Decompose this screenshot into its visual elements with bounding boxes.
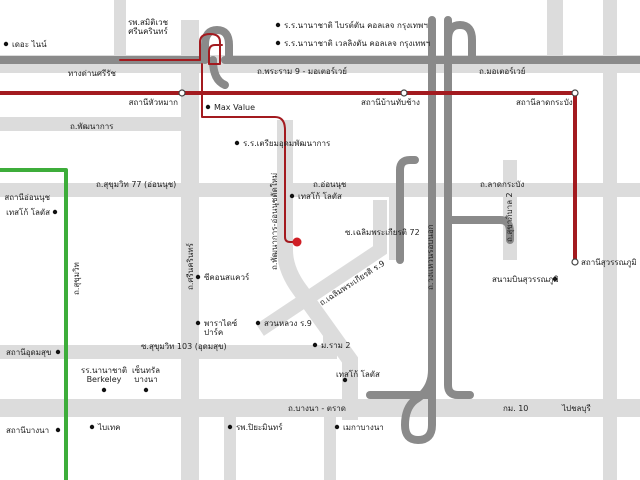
label-station-on-nut: สถานีอ่อนนุช (4, 193, 50, 202)
label-brighton: ร.ร.นานาชาติ ไบรต์ตัน คอลเลจ กรุงเทพฯ (284, 21, 428, 30)
place-dot-bangna-station (55, 427, 61, 433)
place-dot-max-value (205, 104, 211, 110)
destination-marker (292, 237, 302, 247)
place-dot-airport (552, 276, 558, 282)
label-road-motorway: ถ.มอเตอร์เวย์ (479, 67, 526, 76)
label-school: ร.ร.เตรียมอุดมพัฒนาการ (243, 139, 331, 148)
place-dot-the-nine (3, 41, 9, 47)
place-dot-piyamin (227, 424, 233, 430)
label-road-rama9: ถ.พระราม 9 - มอเตอร์เวย์ (257, 67, 347, 76)
label-tesco-bangna: เทสโก้ โลตัส (336, 370, 380, 379)
label-tesco-on-nut-station: เทสโก้ โลตัส (6, 208, 50, 217)
label-road-km10: กม. 10 (503, 404, 529, 413)
label-road-to-chonburi: ไปชลบุรี (562, 404, 591, 413)
place-dot-central (143, 387, 149, 393)
station-markers (178, 89, 579, 266)
chalerm72-connector (396, 156, 419, 264)
label-road-pattanakarn: ถ.พัฒนาการ (70, 122, 114, 131)
place-dot-wellington (275, 40, 281, 46)
label-suan-luang: สวนหลวง ร.9 (264, 319, 312, 328)
green-line (0, 168, 68, 480)
label-road-sukhumvit: ถ.สุขุมวิท (72, 262, 81, 295)
label-ram2: ม.ราม 2 (321, 341, 351, 350)
road-south-stub (224, 408, 336, 480)
label-station-hua-mak: สถานีหัวหมาก (128, 98, 178, 107)
place-dot-tesco-onnut (289, 193, 295, 199)
route (119, 33, 298, 243)
label-max-value: Max Value (214, 103, 256, 112)
label-berkeley: รร.นานาชาติ Berkeley (80, 366, 128, 384)
place-dot-mega (334, 424, 340, 430)
label-station-ban-thap-chang: สถานีบ้านทับช้าง (361, 98, 420, 107)
expressways (0, 16, 640, 444)
place-dot-ram2 (312, 342, 318, 348)
label-the-nine: เดอะ ไนน์ (12, 40, 47, 49)
station-ban-thap-chang-marker (400, 89, 408, 97)
station-lat-krabang-marker (571, 89, 579, 97)
label-road-latkrabang: ถ.ลาดกระบัง (480, 180, 525, 189)
label-samitivej: รพ.สมิติเวช ศรีนครินทร์ (127, 18, 169, 36)
label-road-onnut: ถ.อ่อนนุช (313, 180, 347, 189)
label-tollgate: ทางด่านศรีรัช (68, 69, 116, 78)
label-wellington: ร.ร.นานาชาติ เวลลิงตัน คอลเลจ กรุงเทพฯ (284, 39, 431, 48)
label-station-bang-na: สถานีบางนา (6, 426, 50, 435)
label-central-bangna: เซ็นทรัล บางนา (131, 366, 161, 384)
kingkaew-to-north-loop (444, 21, 476, 64)
road-chalerm9 (256, 200, 387, 336)
label-road-chalerm72: ซ.เฉลิมพระเกียรติ 72 (345, 228, 420, 237)
place-dot-bitec (89, 424, 95, 430)
station-suvarnabhumi-marker (571, 258, 579, 266)
label-station-udom-suk: สถานีอุดมสุข (6, 348, 52, 357)
label-road-sukhumvit77: ถ.สุขุมวิท 77 (อ่อนนุช) (96, 180, 177, 189)
place-dot-seacon (195, 274, 201, 280)
label-paradise-park: พาราไดซ์ ปาร์ค (204, 319, 238, 337)
label-road-pattanakarn-onnut: ถ.พัฒนาการ-อ่อนนุชตัดใหม่ (270, 172, 279, 270)
road-pattanakarn-onnut (277, 120, 358, 420)
label-bitec: ไบเทค (98, 423, 121, 432)
label-piyamin: รพ.ปิยะมินทร์ (236, 423, 283, 432)
label-road-srinakarin: ถ.ศรีนครินทร์ (186, 243, 195, 290)
kingkaew-ring-east (444, 16, 474, 399)
label-seacon: ซีคอนสแควร์ (204, 273, 250, 282)
label-road-sukhumvit103: ซ.สุขุมวิท 103 (อุดมสุข) (141, 342, 227, 351)
place-dot-suanluang (255, 320, 261, 326)
label-mega-bangna: เมกาบางนา (343, 423, 384, 432)
label-road-suksaphiban2: ถ.สุขาภิบาล 2 (505, 192, 514, 242)
place-dot-berkeley (101, 387, 107, 393)
label-station-lat-krabang: สถานีลาดกระบัง (516, 98, 573, 107)
place-dot-udomsuk (55, 349, 61, 355)
place-dot-school (234, 140, 240, 146)
label-road-bangna-trad: ถ.บางนา - ตราด (288, 404, 346, 413)
label-station-suvarnabhumi: สถานีสุวรรณภูมิ (581, 258, 637, 267)
station-hua-mak-marker (178, 89, 186, 97)
place-markers (3, 22, 558, 433)
place-dot-tesco-bangna (342, 377, 348, 383)
place-dot-on-nut-station (52, 209, 58, 215)
place-dot-brighton (275, 22, 281, 28)
place-dot-paradise (195, 320, 201, 326)
label-airport: สนามบินสุวรรณภูมิ (492, 275, 559, 284)
destination-pin (292, 237, 302, 247)
kingkaew-to-latkrabang (444, 216, 514, 244)
label-road-kingkaew: ถ.วงแหวนรอบนอก (426, 224, 435, 290)
route-line (119, 33, 298, 243)
label-tesco-onnut: เทสโก้ โลตัส (298, 192, 342, 201)
